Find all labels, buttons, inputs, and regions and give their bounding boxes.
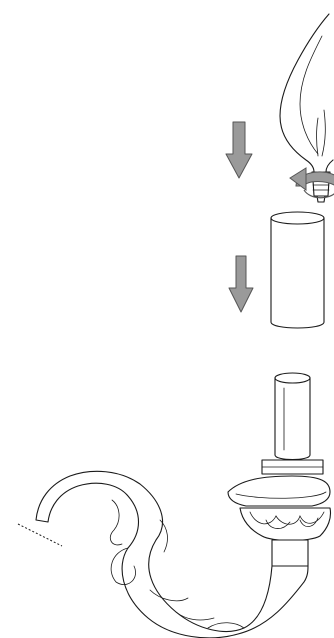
sleeve-top-rim: [271, 212, 324, 224]
socket-cover-tube: [275, 378, 310, 460]
bobeche-cup: [228, 476, 330, 506]
ornate-bowl: [240, 508, 331, 541]
bulb-glass-outline: [280, 14, 333, 172]
down-arrow-icon: [229, 256, 253, 312]
arm-cut-indicator: [18, 524, 62, 546]
bulb-glass-inner-line: [300, 36, 322, 154]
socket-cover-top: [275, 373, 310, 383]
candle-sleeve: [271, 212, 324, 328]
bulb-contact-tip: [317, 196, 325, 202]
sleeve-body: [271, 218, 324, 328]
chandelier-arm: [18, 373, 331, 638]
bulb-filament: [317, 110, 326, 156]
down-arrow-icon: [226, 122, 252, 178]
